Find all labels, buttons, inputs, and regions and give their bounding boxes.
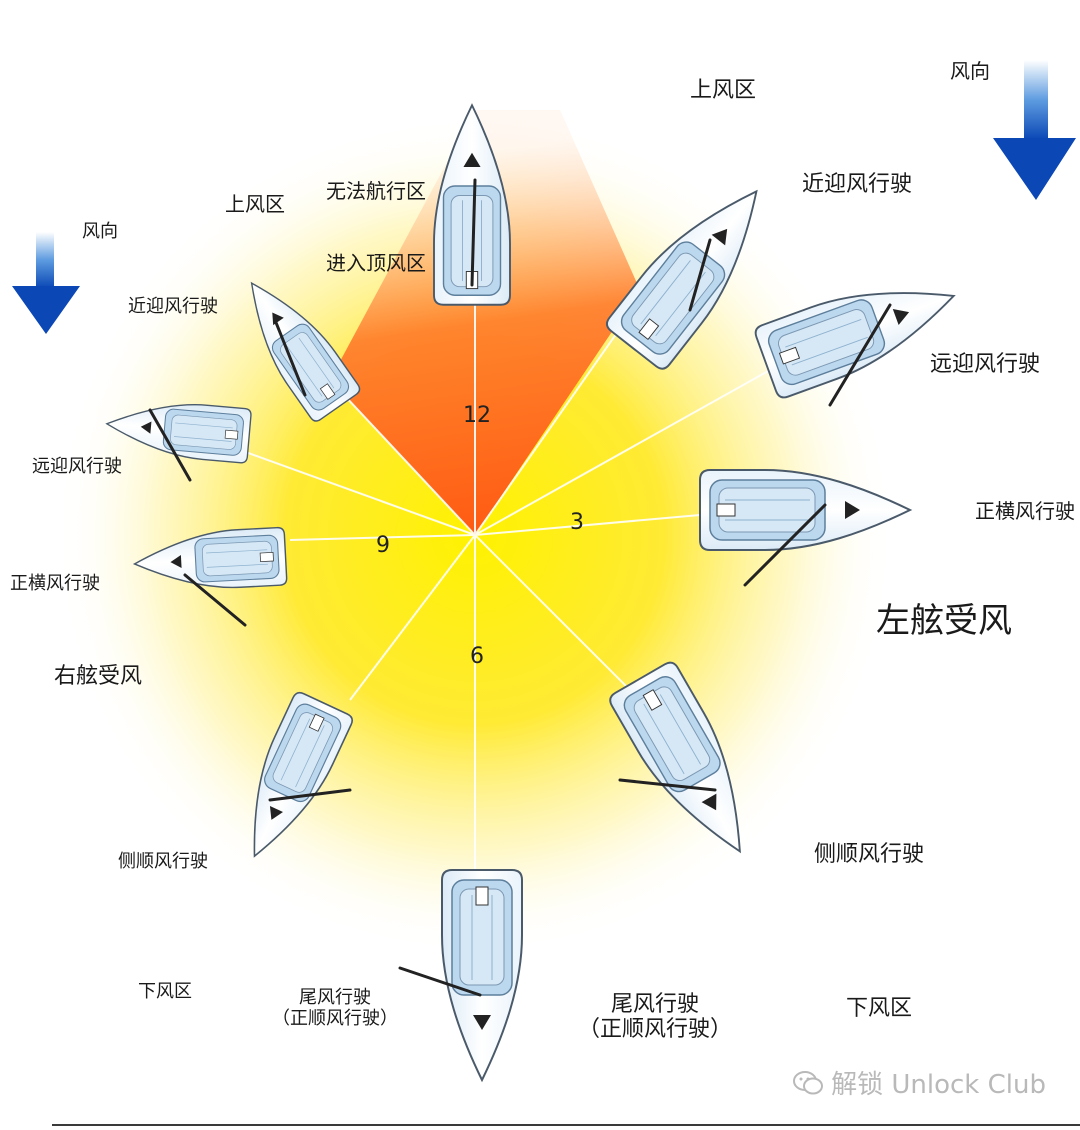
clock-9: 9 <box>376 533 390 558</box>
label-wind-right: 风向 <box>950 59 990 83</box>
label-broad-reach-right: 侧顺风行驶 <box>814 842 925 867</box>
label-beam-reach-left: 正横风行驶 <box>10 573 100 594</box>
wechat-icon <box>793 1070 824 1094</box>
clock-6: 6 <box>470 644 484 669</box>
label-run-left-line1: 尾风行驶 <box>299 987 371 1008</box>
no-go-zone <box>330 110 640 535</box>
label-close-reach-left: 远迎风行驶 <box>32 456 122 477</box>
label-run-left-line2: （正顺风行驶） <box>272 1007 398 1029</box>
label-run-right-line2: （正顺风行驶） <box>577 1017 732 1043</box>
label-beam-reach-right: 正横风行驶 <box>975 499 1075 523</box>
bottom-rule <box>52 1124 1080 1126</box>
label-run-right: 尾风行驶 （正顺风行驶） <box>570 992 740 1043</box>
label-upwind-left: 上风区 <box>225 192 285 216</box>
label-upwind-right: 上风区 <box>690 78 757 103</box>
watermark: 解锁 Unlock Club <box>793 1064 1046 1101</box>
heading-lines <box>239 299 771 870</box>
label-close-hauled-left: 近迎风行驶 <box>128 296 218 317</box>
label-no-go-zone: 无法航行区 <box>326 179 426 203</box>
label-broad-reach-left: 侧顺风行驶 <box>118 851 208 872</box>
label-port-tack: 左舷受风 <box>876 601 1012 641</box>
wind-arrow-right <box>993 60 1076 200</box>
watermark-text: 解锁 Unlock Club <box>831 1070 1046 1100</box>
label-run-left: 尾风行驶 （正顺风行驶） <box>270 987 400 1029</box>
label-run-right-line1: 尾风行驶 <box>610 992 699 1017</box>
clock-12: 12 <box>463 403 491 428</box>
label-close-reach-right: 远迎风行驶 <box>930 352 1041 377</box>
label-downwind-left: 下风区 <box>138 981 192 1002</box>
label-wind-left: 风向 <box>82 221 118 242</box>
label-head-to-wind: 进入顶风区 <box>326 251 426 275</box>
label-close-hauled-right: 近迎风行驶 <box>802 172 913 197</box>
label-starboard-tack: 右舷受风 <box>54 664 143 689</box>
label-downwind-right: 下风区 <box>846 996 913 1021</box>
clock-3: 3 <box>570 510 584 535</box>
booms <box>148 178 892 997</box>
wind-arrow-left <box>12 232 80 334</box>
